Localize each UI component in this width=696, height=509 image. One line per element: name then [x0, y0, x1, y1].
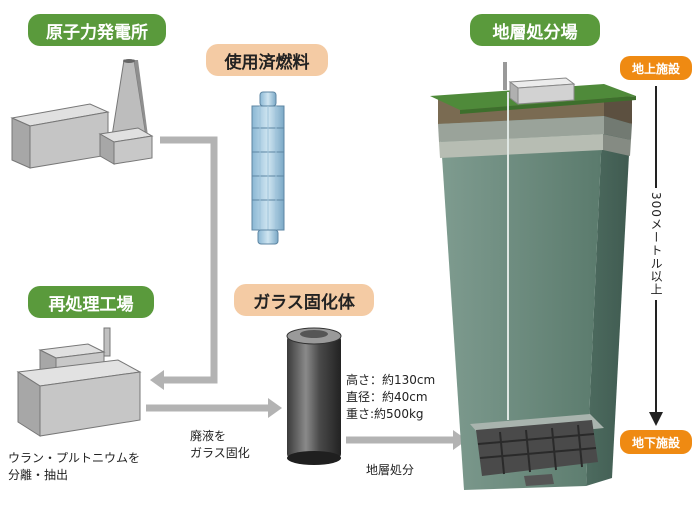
vitrified-canister-illustration: [286, 327, 342, 465]
flow-arrows: [146, 136, 455, 444]
reprocessing-plant-illustration: [16, 327, 142, 437]
separation-caption: ウラン・プルトニウムを 分離・抽出: [8, 450, 140, 484]
vitrify-line-1: 廃液を: [190, 429, 227, 443]
underground-facility-label: 地下施設: [620, 430, 692, 454]
disposal-site-label: 地層処分場: [470, 14, 600, 46]
nuclear-plant-illustration: [10, 59, 154, 169]
vitrify-line-2: ガラス固化: [190, 446, 250, 460]
nuclear-plant-label: 原子力発電所: [28, 14, 166, 46]
spec-height: 高さ：約130cm: [346, 373, 436, 387]
disposal-caption: 地層処分: [366, 463, 415, 477]
depth-caption: 300メートル以上: [648, 188, 665, 300]
vitrified-waste-label: ガラス固化体: [234, 284, 374, 316]
spent-fuel-illustration: [251, 91, 285, 245]
spec-weight: 重さ:約500kg: [346, 407, 424, 421]
disposal-site-cross-section: [430, 62, 636, 490]
spent-fuel-label: 使用済燃料: [206, 44, 328, 76]
surface-facility-label: 地上施設: [620, 56, 692, 80]
separation-line-2: 分離・抽出: [8, 468, 69, 482]
separation-line-1: ウラン・プルトニウムを: [8, 451, 141, 465]
spec-diameter: 直径：約40cm: [346, 390, 428, 404]
vitrify-caption: 廃液を ガラス固化: [190, 428, 250, 462]
flow-arrow-heads: [150, 370, 467, 450]
reprocessing-plant-label: 再処理工場: [28, 286, 154, 318]
canister-specs: 高さ：約130cm 直径：約40cm 重さ:約500kg: [346, 372, 435, 423]
